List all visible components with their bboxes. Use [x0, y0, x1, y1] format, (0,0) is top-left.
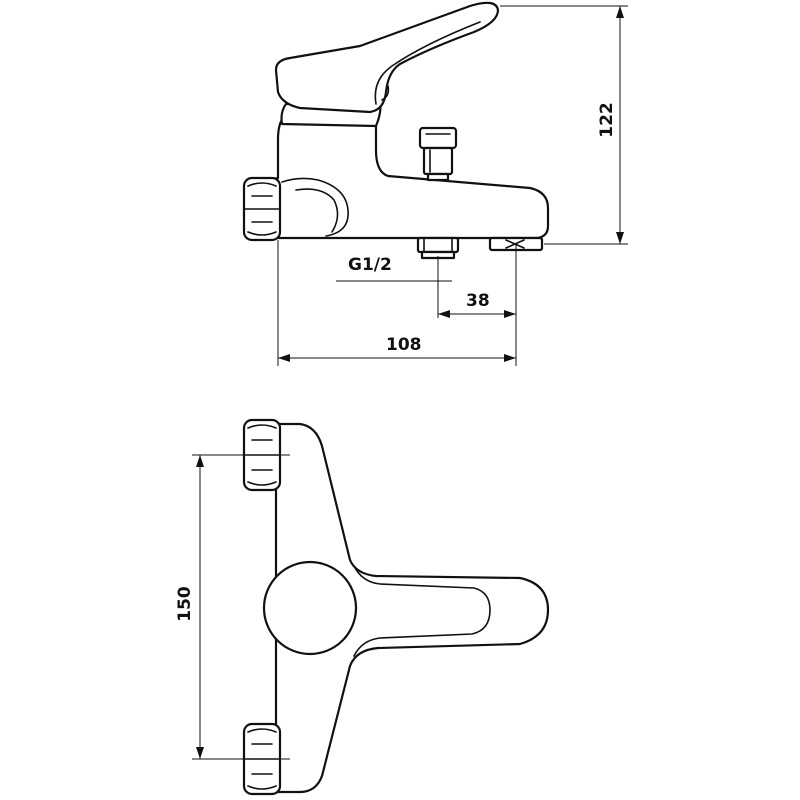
dimension-height-label: 122: [597, 102, 617, 138]
dimension-body-length: 108: [277, 240, 516, 366]
dimension-thread-label: G1/2: [348, 255, 392, 275]
mixer-body: [266, 114, 550, 240]
top-view: [242, 418, 550, 796]
top-lever-contour: [353, 565, 491, 657]
body-recess-inner: [295, 188, 339, 233]
dimension-body-length-label: 108: [386, 335, 422, 355]
lever-handle-contour: [374, 21, 481, 105]
dimension-inlet-spacing: 150: [175, 454, 290, 760]
dimension-spout-offset-label: 38: [466, 291, 490, 311]
body-recess: [281, 177, 349, 237]
side-view: [242, 1, 550, 260]
dimension-spout-offset: 38: [438, 244, 517, 366]
lever-handle-side: [381, 85, 390, 101]
dimension-height: 122: [500, 5, 628, 245]
hose-outlet: [416, 236, 460, 260]
top-cartridge-cap: [262, 560, 358, 656]
top-body: [274, 422, 550, 794]
dimension-thread: G1/2: [336, 255, 452, 318]
dimension-inlet-spacing-label: 150: [175, 586, 195, 622]
inlet-nut-side: [242, 176, 282, 242]
lever-handle: [274, 1, 500, 114]
diverter-knob: [418, 126, 458, 182]
